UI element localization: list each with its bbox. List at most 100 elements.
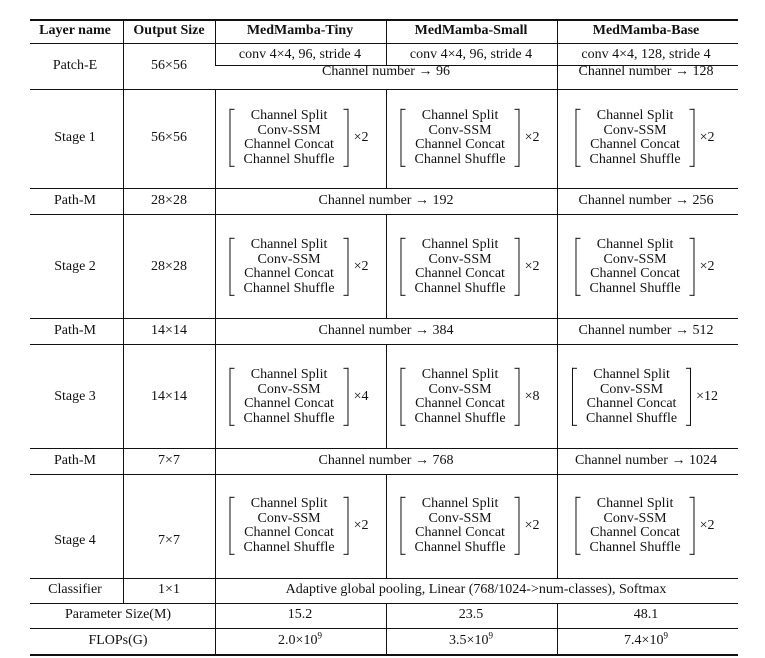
output-size-path_m2: 14×14 [151,323,187,338]
column-divider [215,344,216,448]
column-divider [386,344,387,448]
block-line: Conv-SSM [428,251,492,267]
patch-e-base-conv: conv 4×4, 128, stride 4 [581,47,711,62]
flops-small: 3.5×109 [449,630,493,648]
row-rule [30,603,738,604]
right-bracket [689,497,695,555]
right-bracket [514,368,520,426]
column-divider [557,628,558,654]
block-line: Channel Split [421,495,499,511]
flops-exponent: 9 [488,630,493,641]
row-label-patch-e: Patch-E [52,58,98,73]
column-divider [123,214,124,318]
left-bracket [229,368,235,426]
column-divider [386,89,387,188]
flops-tiny: 2.0×109 [278,631,322,648]
column-divider [123,578,124,603]
path_m1-tiny-small-channels: Channel number → 192 [318,193,454,208]
column-divider [215,19,216,43]
column-divider [123,318,124,344]
block-line: Channel Shuffle [414,539,506,555]
path_m3-base-channels: Channel number → 1024 [575,453,717,468]
repeat-count: ×12 [696,389,719,404]
right-bracket [686,368,692,426]
block-line: Channel Split [421,107,499,123]
column-divider [123,89,124,188]
repeat-count: ×4 [353,389,369,404]
column-divider [215,578,216,603]
column-divider [123,19,124,43]
block-line: Channel Shuffle [589,151,681,167]
column-divider [123,448,124,474]
column-divider [386,19,387,43]
left-bracket [229,238,235,296]
block-line: Channel Split [421,236,499,252]
left-bracket [400,238,406,296]
column-divider [215,603,216,628]
block-line: Channel Split [250,495,328,511]
repeat-count: ×2 [699,130,715,145]
params-tiny: 15.2 [287,607,313,622]
block-line: Channel Split [593,366,670,382]
block-line: Channel Shuffle [589,280,681,296]
left-bracket [400,368,406,426]
block-line: Channel Shuffle [414,410,506,426]
right-bracket [343,368,349,426]
column-divider [215,89,216,188]
column-divider [123,188,124,214]
block-line: Conv-SSM [257,251,321,267]
params-base: 48.1 [633,607,659,622]
header-layer-name: Layer name [39,23,111,38]
flops-base: 7.4×109 [624,630,668,648]
path_m3-tiny-small-channels: Channel number → 768 [318,453,454,468]
block-line: Channel Split [421,366,499,382]
block-line: Channel Shuffle [243,151,335,167]
repeat-count: ×2 [699,518,715,533]
block-line: Channel Split [596,107,674,123]
block-line: Conv-SSM [257,510,321,526]
patch-sub-rule [215,65,738,66]
row-rule [30,344,738,345]
block-line: Channel Concat [415,396,505,411]
repeat-count: ×8 [524,389,540,404]
repeat-count: ×2 [353,518,369,533]
output-size-stage1: 56×56 [151,130,187,145]
block-line: Conv-SSM [428,122,492,138]
output-size-path_m3: 7×7 [158,453,180,468]
left-bracket [400,109,406,167]
column-divider [123,474,124,578]
column-divider [557,318,558,344]
repeat-count: ×2 [353,130,369,145]
repeat-count: ×2 [524,130,540,145]
column-divider [386,43,387,65]
block-line: Conv-SSM [600,381,664,397]
block-line: Channel Concat [415,137,505,152]
column-divider [557,43,558,89]
row-label-flops: FLOPs(G) [88,633,148,648]
repeat-count: ×2 [524,259,540,274]
params-small: 23.5 [458,607,484,622]
column-divider [215,214,216,318]
block-line: Channel Shuffle [414,280,506,296]
row-label-path-m: Path-M [54,453,96,468]
output-size-stage2: 28×28 [151,259,187,274]
block-line: Channel Shuffle [585,410,678,426]
left-bracket [229,497,235,555]
flops-exponent: 9 [663,630,668,641]
left-bracket [400,497,406,555]
left-bracket [575,109,581,167]
row-rule [30,89,738,90]
column-divider [215,448,216,474]
right-bracket [343,238,349,296]
repeat-count: ×2 [524,518,540,533]
flops-mantissa: 7.4×10 [624,633,664,648]
block-line: Channel Concat [590,266,680,281]
